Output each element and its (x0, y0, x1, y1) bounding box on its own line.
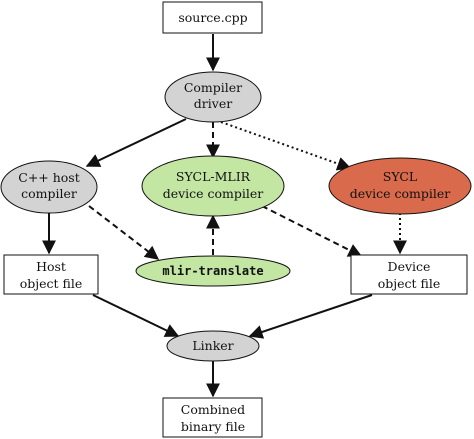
sycl-compiler-label-line2: device compiler (350, 186, 451, 201)
edges-layer (42, 34, 407, 398)
host-object-file-label-line2: object file (20, 276, 83, 291)
host-compiler-label-line2: compiler (21, 186, 77, 201)
source-file-label: source.cpp (178, 10, 247, 25)
device-object-file-label-line2: object file (378, 276, 441, 291)
host-object-file-label-line1: Host (36, 259, 66, 274)
sycl-compiler-label-line1: SYCL (383, 169, 417, 184)
compiler-driver-node: Compiler driver (164, 71, 262, 123)
source-file-node: source.cpp (162, 1, 263, 34)
mlir-translate-node: mlir-translate (135, 255, 291, 287)
sycl-compiler-node: SYCL device compiler (328, 157, 472, 215)
edge-mlir-compiler-device-obj (261, 205, 363, 257)
combined-binary-node: Combined binary file (162, 397, 263, 438)
host-compiler-label-line1: C++ host (18, 170, 80, 185)
mlir-translate-label: mlir-translate (162, 264, 263, 278)
linker-node: Linker (166, 330, 260, 362)
device-object-file-node: Device object file (350, 254, 468, 295)
sycl-mlir-compiler-label-line2: device compiler (163, 186, 264, 201)
sycl-mlir-compiler-label-line1: SYCL-MLIR (176, 169, 251, 184)
sycl-mlir-compiler-node: SYCL-MLIR device compiler (141, 155, 285, 217)
edge-host-obj-linker (92, 294, 180, 337)
linker-label: Linker (192, 338, 233, 353)
combined-binary-label-line1: Combined (181, 402, 245, 417)
combined-binary-label-line2: binary file (181, 419, 245, 434)
edge-device-obj-linker (248, 294, 373, 339)
host-object-file-node: Host object file (3, 254, 99, 295)
compiler-driver-label-line2: driver (194, 96, 232, 111)
device-object-file-label-line1: Device (388, 259, 431, 274)
edge-host-compiler-mlir-translate (88, 205, 160, 260)
compiler-driver-label-line1: Compiler (184, 80, 242, 95)
host-compiler-node: C++ host compiler (0, 160, 98, 214)
edge-driver-host-compiler (85, 118, 187, 167)
